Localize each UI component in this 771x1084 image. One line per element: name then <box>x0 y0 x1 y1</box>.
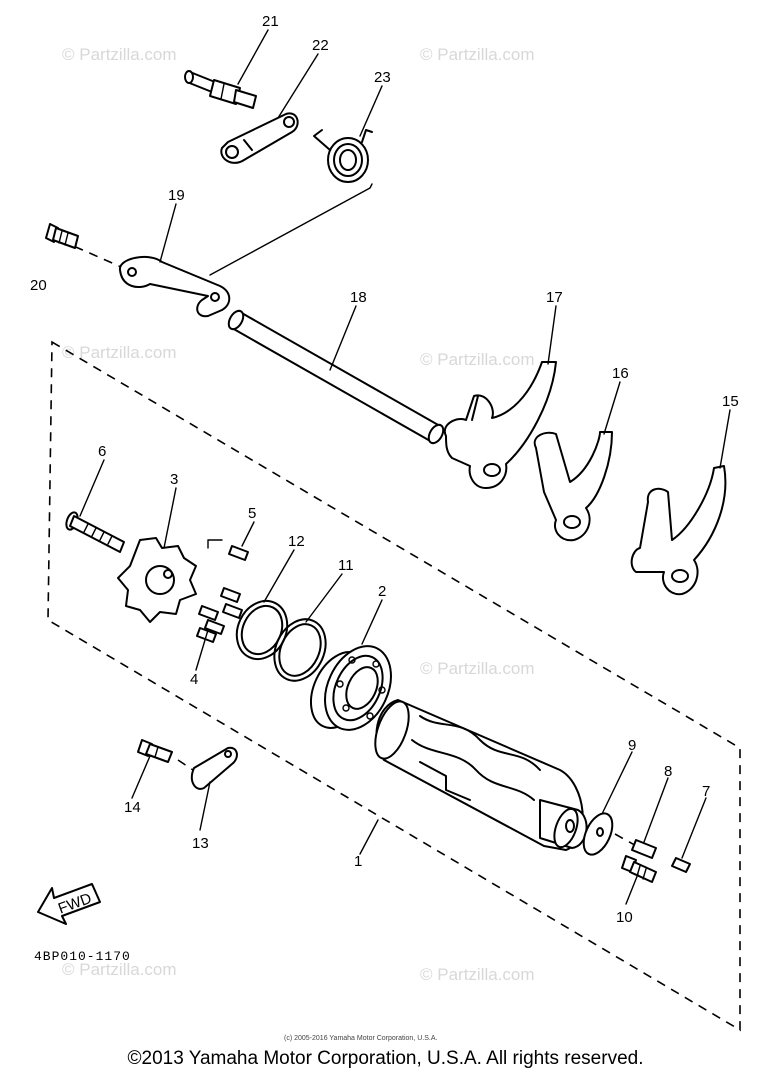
small-copyright: (c) 2005-2016 Yamaha Motor Corporation, … <box>284 1035 437 1042</box>
callout-3: 3 <box>170 471 178 488</box>
part-11-ring <box>273 618 327 682</box>
part-8-pin <box>631 839 657 859</box>
callout-2: 2 <box>378 583 386 600</box>
part-18-shaft <box>227 309 445 445</box>
part-2-bearing <box>309 645 392 731</box>
diagram-code: 4BP010-1170 <box>34 949 131 964</box>
callout-leaders <box>79 29 731 905</box>
footer-copyright: ©2013 Yamaha Motor Corporation, U.S.A. A… <box>127 1048 644 1069</box>
part-6-bolt <box>65 511 125 553</box>
callout-10: 10 <box>616 909 633 926</box>
callout-23: 23 <box>374 69 391 86</box>
watermark: © Partzilla.com <box>420 965 535 984</box>
watermark: © Partzilla.com <box>420 350 535 369</box>
callout-8: 8 <box>664 763 672 780</box>
callout-21: 21 <box>262 13 279 30</box>
part-9-washer <box>582 812 614 856</box>
callout-13: 13 <box>192 835 209 852</box>
callout-16: 16 <box>612 365 629 382</box>
callout-19: 19 <box>168 187 185 204</box>
assembly-dashed-outline <box>47 340 741 1032</box>
part-5-pin <box>228 545 249 561</box>
part-19-bracket <box>119 255 231 318</box>
callout-5: 5 <box>248 505 256 522</box>
callout-17: 17 <box>546 289 563 306</box>
callout-12: 12 <box>288 533 305 550</box>
leader-19-23 <box>209 183 373 276</box>
watermark: © Partzilla.com <box>62 343 177 362</box>
part-10-screw <box>621 855 657 883</box>
watermark: © Partzilla.com <box>62 45 177 64</box>
callout-6: 6 <box>98 443 106 460</box>
callout-7: 7 <box>702 783 710 800</box>
part-21-stud <box>184 70 257 109</box>
callout-9: 9 <box>628 737 636 754</box>
leader-20 <box>59 239 129 271</box>
part-3-segment <box>117 537 223 623</box>
callout-11: 11 <box>338 557 354 574</box>
part-20-screw <box>45 223 79 249</box>
part-22-lever <box>220 112 299 164</box>
part-17-fork <box>443 361 557 489</box>
part-14-screw <box>137 739 173 763</box>
watermarks: © Partzilla.com © Partzilla.com © Partzi… <box>62 45 535 984</box>
callout-20: 20 <box>30 277 47 294</box>
part-1-drum <box>374 699 588 851</box>
part-16-fork <box>533 431 613 542</box>
callout-22: 22 <box>312 37 329 54</box>
part-12-circlip <box>235 599 289 661</box>
part-23-spring <box>313 129 373 183</box>
callout-14: 14 <box>124 799 141 816</box>
watermark: © Partzilla.com <box>420 659 535 678</box>
callout-15: 15 <box>722 393 739 410</box>
callout-1: 1 <box>354 853 362 870</box>
part-13-plate <box>190 746 238 790</box>
watermark: © Partzilla.com <box>62 960 177 979</box>
part-4-pins <box>196 587 243 643</box>
part-15-fork <box>630 465 727 596</box>
part-7-dowel <box>671 857 691 873</box>
callout-numbers: 21 22 23 19 20 18 17 16 15 6 3 5 12 11 2… <box>30 13 739 926</box>
fwd-arrow: FWD <box>37 883 101 925</box>
callout-18: 18 <box>350 289 367 306</box>
watermark: © Partzilla.com <box>420 45 535 64</box>
fwd-label: FWD <box>56 890 94 918</box>
callout-4: 4 <box>190 671 198 688</box>
